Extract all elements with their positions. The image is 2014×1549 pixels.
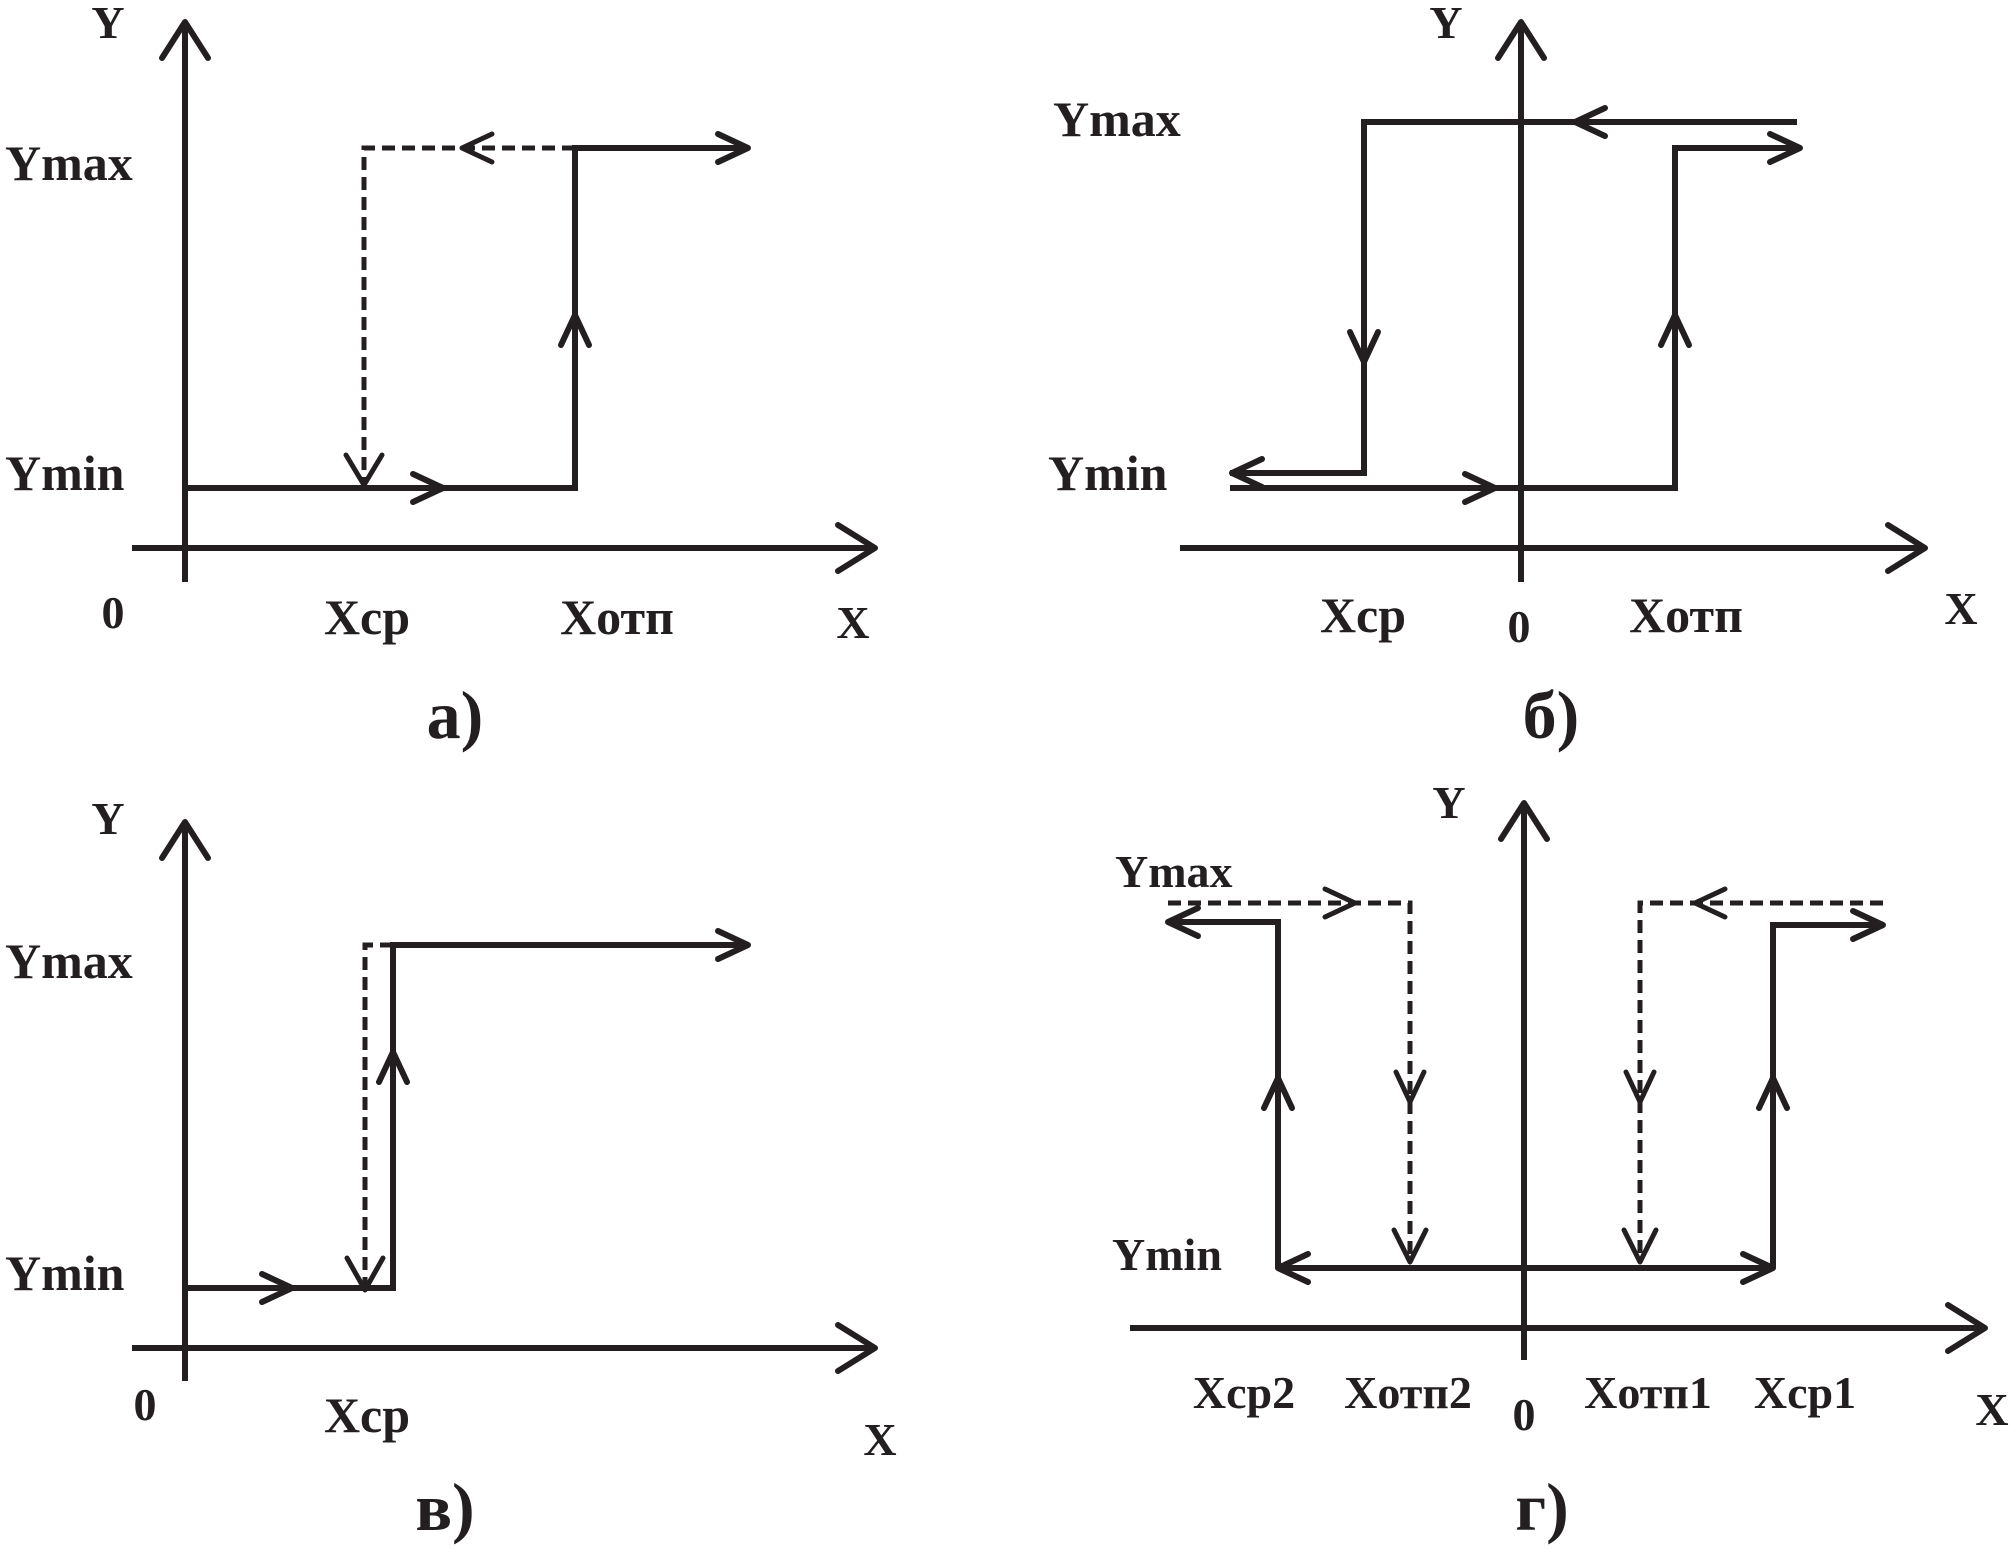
panel-a-ymin-label: Ymin [5,445,125,501]
panel-g: Y Ymax Ymin Xср2 Xотп2 0 Xотп1 Xср1 X г) [1112,777,2009,1545]
panel-b-arrow-left-high [1572,105,1608,139]
panel-a-caption: а) [427,677,484,753]
panel-b-ymax-label: Ymax [1053,91,1181,147]
panel-g-xcp2-label: Xср2 [1193,1367,1295,1418]
panel-g-x-axis-arrowhead [1945,1302,1988,1354]
panel-v-y-label: Y [91,793,124,844]
panel-a-y-label: Y [91,0,124,48]
panel-a-xotp-label: Xотп [560,589,674,645]
panel-b-solid-path-left [1230,119,1797,476]
panel-v-y-axis-arrowhead [159,819,211,861]
panel-v-dashed-path [362,942,393,1290]
panel-g-left-dashed-arrow-right [1322,886,1358,920]
panel-g-ymax-label: Ymax [1115,846,1233,897]
panel-a-dashed-arrow-down [343,452,385,488]
panel-b-arrow-left-low [1229,456,1265,490]
panel-g-origin-label: 0 [1513,1389,1536,1440]
panel-a-dashed-arrow-left [459,131,495,165]
panel-b-x-label: X [1944,583,1977,634]
panel-g-ymin-label: Ymin [1112,1229,1222,1280]
panel-b-arrow-down [1347,329,1381,365]
panel-g-x-label: X [1975,1384,2008,1435]
panel-g-caption: г) [1515,1469,1569,1545]
panel-b-origin-label: 0 [1508,601,1531,652]
panel-b-arrow-right-high [1767,131,1803,165]
panel-g-left-dashed-branch [1168,900,1413,1262]
panel-b-arrow-right-low [1462,471,1498,505]
panel-b-caption: б) [1523,677,1580,753]
panel-b-solid-path-right [1230,145,1800,491]
panel-v-dashed-arrow-down [344,1255,386,1293]
panel-g-right-dashed-arrow-down-mid [1623,1069,1657,1105]
panel-g-xcp1-label: Xср1 [1754,1367,1856,1418]
panel-g-left-arrow-up [1261,1075,1295,1111]
panel-v-arrow-up [376,1049,410,1085]
panel-g-left-solid-branch [1168,919,1281,1268]
panel-v-x-axis-arrowhead [835,1322,878,1374]
panel-g-left-dashed-arrow-down-mid [1393,1069,1427,1105]
panel-v-ymax-label: Ymax [5,933,133,989]
panel-a-ymax-label: Ymax [5,135,133,191]
panel-a-arrow-right-low [410,471,446,505]
panel-b-arrow-up [1658,312,1692,348]
panel-g-left-arrow-left-high [1165,905,1201,939]
panel-b-x-axis-arrowhead [1885,522,1928,574]
panel-b-y-label: Y [1429,0,1462,48]
panel-g-right-solid-branch [1770,922,1883,1268]
panel-v-arrow-right-low [259,1271,295,1305]
panel-a-origin-label: 0 [102,587,125,638]
panel-v-ymin-label: Ymin [5,1245,125,1301]
panel-b-xcp-label: Xср [1320,587,1406,643]
panel-g-right-dashed-arrow-down-low [1621,1227,1659,1265]
panel-a-y-axis-arrowhead [159,19,211,61]
panel-a-dashed-path [361,145,575,488]
panel-a-arrow-up [558,312,592,348]
panel-v-x-label: X [863,1414,896,1465]
panel-v-arrow-right-high [715,928,751,962]
panel-v: Y Ymax Ymin 0 Xср X в) [5,793,897,1545]
panel-a-arrow-right-high [715,131,751,165]
panel-b-ymin-label: Ymin [1048,445,1168,501]
panel-g-right-arrow-up [1756,1075,1790,1111]
panel-g-xotp2-label: Xотп2 [1344,1367,1472,1418]
panel-g-right-arrow-right-high [1850,908,1886,942]
panel-b: Y Ymax Ymin Xср 0 Xотп X б) [1048,0,1978,753]
panel-v-solid-path [185,942,748,1291]
panel-v-caption: в) [415,1469,474,1545]
panel-g-xotp1-label: Xотп1 [1584,1367,1712,1418]
panel-v-origin-label: 0 [134,1379,157,1430]
panel-g-right-dashed-arrow-left [1692,886,1728,920]
panel-g-y-label: Y [1432,777,1465,828]
panel-a: Y Ymax Ymin 0 Xср Xотп X а) [5,0,878,753]
panel-a-x-label: X [836,597,869,648]
panel-g-right-dashed-branch [1637,900,1883,1262]
panel-a-solid-path [185,145,748,491]
panel-v-xcp-label: Xср [324,1387,410,1443]
panel-a-x-axis-arrowhead [835,522,878,574]
panel-g-y-axis-arrowhead [1498,800,1550,842]
panel-b-xotp-label: Xотп [1629,587,1743,643]
panel-g-left-dashed-arrow-down-low [1391,1227,1429,1265]
panel-b-y-axis-arrowhead [1495,19,1547,61]
panel-a-xcp-label: Xср [324,589,410,645]
